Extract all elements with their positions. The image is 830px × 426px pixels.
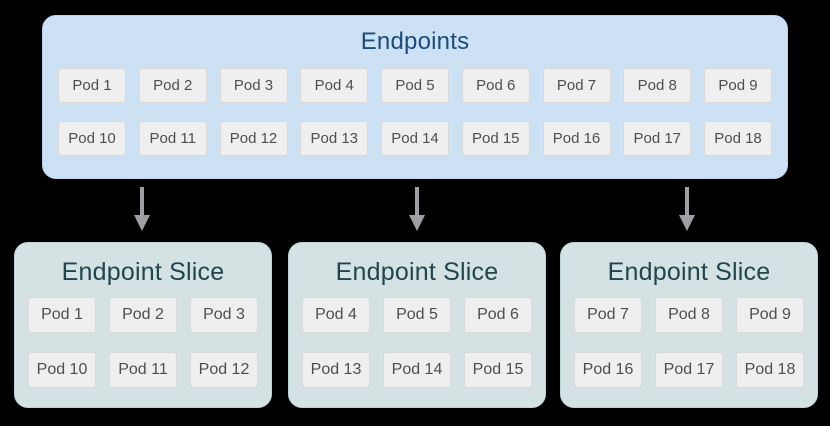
pod-box: Pod 5	[381, 68, 449, 103]
pod-box: Pod 3	[190, 297, 258, 333]
pod-box: Pod 8	[623, 68, 692, 103]
pod-box: Pod 14	[381, 121, 449, 156]
pod-box: Pod 17	[623, 121, 692, 156]
arrow-head	[679, 215, 695, 231]
endpoints-box: Endpoints Pod 1 Pod 2 Pod 3 Pod 4 Pod 5 …	[42, 15, 788, 179]
pod-box: Pod 6	[461, 68, 530, 103]
arrow-head	[134, 215, 150, 231]
pod-box: Pod 4	[302, 297, 370, 333]
pod-box: Pod 4	[300, 68, 369, 103]
pod-box: Pod 18	[704, 121, 772, 156]
endpoints-title: Endpoints	[360, 28, 470, 55]
pod-box: Pod 3	[219, 68, 288, 103]
arrow-shaft	[685, 187, 689, 215]
slice-pod-row-1: Pod 1 Pod 2 Pod 3	[28, 297, 258, 333]
endpoint-slice-box-1: Endpoint Slice Pod 1 Pod 2 Pod 3 Pod 10 …	[14, 242, 272, 408]
slice-pod-row-2: Pod 10 Pod 11 Pod 12	[28, 352, 258, 388]
pod-box: Pod 13	[302, 352, 370, 388]
pod-box: Pod 6	[464, 297, 532, 333]
endpoints-pod-row-1: Pod 1 Pod 2 Pod 3 Pod 4 Pod 5 Pod 6 Pod …	[58, 68, 772, 103]
slice-pod-row-1: Pod 4 Pod 5 Pod 6	[302, 297, 532, 333]
pod-box: Pod 1	[58, 68, 126, 103]
down-arrow-icon	[134, 187, 150, 231]
pod-box: Pod 10	[28, 352, 96, 388]
pod-box: Pod 7	[574, 297, 642, 333]
endpoint-slice-box-2: Endpoint Slice Pod 4 Pod 5 Pod 6 Pod 13 …	[288, 242, 546, 408]
arrow-head	[409, 215, 425, 231]
pod-box: Pod 13	[300, 121, 369, 156]
endpoint-slice-title: Endpoint Slice	[335, 258, 499, 286]
pod-box: Pod 9	[736, 297, 804, 333]
endpoint-slice-title: Endpoint Slice	[607, 258, 771, 286]
endpoints-pod-row-2: Pod 10 Pod 11 Pod 12 Pod 13 Pod 14 Pod 1…	[58, 121, 772, 156]
pod-box: Pod 11	[138, 121, 207, 156]
arrow-shaft	[415, 187, 419, 215]
pod-box: Pod 8	[655, 297, 723, 333]
pod-box: Pod 16	[574, 352, 642, 388]
pod-box: Pod 12	[219, 121, 288, 156]
pod-box: Pod 16	[542, 121, 611, 156]
pod-box: Pod 2	[109, 297, 177, 333]
pod-box: Pod 2	[138, 68, 207, 103]
down-arrow-icon	[409, 187, 425, 231]
pod-box: Pod 11	[109, 352, 177, 388]
pod-box: Pod 7	[542, 68, 611, 103]
pod-box: Pod 12	[190, 352, 258, 388]
pod-box: Pod 1	[28, 297, 96, 333]
arrow-shaft	[140, 187, 144, 215]
pod-box: Pod 18	[736, 352, 804, 388]
slice-pod-row-1: Pod 7 Pod 8 Pod 9	[574, 297, 804, 333]
slice-pod-row-2: Pod 13 Pod 14 Pod 15	[302, 352, 532, 388]
down-arrow-icon	[679, 187, 695, 231]
slice-pod-row-2: Pod 16 Pod 17 Pod 18	[574, 352, 804, 388]
pod-box: Pod 10	[58, 121, 126, 156]
pod-box: Pod 15	[461, 121, 530, 156]
endpoint-slice-title: Endpoint Slice	[61, 258, 225, 286]
pod-box: Pod 9	[704, 68, 772, 103]
pod-box: Pod 17	[655, 352, 723, 388]
pod-box: Pod 5	[383, 297, 451, 333]
endpoint-slice-box-3: Endpoint Slice Pod 7 Pod 8 Pod 9 Pod 16 …	[560, 242, 818, 408]
pod-box: Pod 15	[464, 352, 532, 388]
pod-box: Pod 14	[383, 352, 451, 388]
